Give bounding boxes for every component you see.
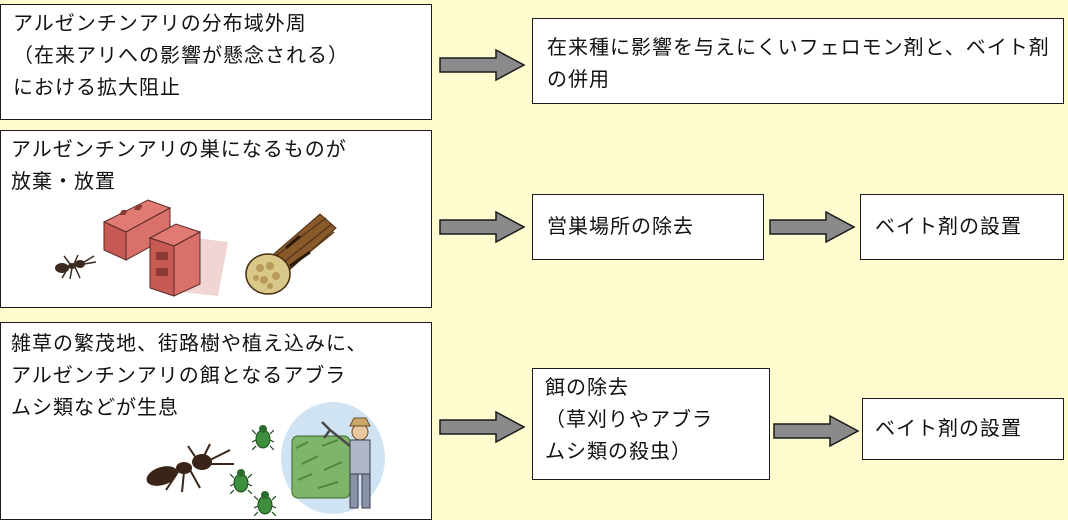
condition-box-perimeter: アルゼンチンアリの分布域外周 （在来アリへの影響が懸念される） における拡大阻止 [0, 4, 432, 120]
action-text-remove-nest: 営巣場所の除去 [547, 214, 694, 238]
action-text-bait-3: ベイト剤の設置 [875, 416, 1022, 440]
ant-icon [146, 443, 234, 493]
gardener-hedge-icon [281, 402, 385, 514]
bricks-icon [102, 199, 228, 297]
action-text-pheromone: 在来種に影響を与えにくいフェロモン剤と、ベイト剤の併用 [547, 35, 1050, 91]
arrow-right-icon [439, 48, 526, 82]
beetle-icon [254, 491, 276, 516]
ant-icon [55, 254, 97, 280]
action-box-remove-food: 餌の除去 （草刈りやアブラ ムシ類の殺虫） [532, 368, 770, 480]
beetle-icon [252, 425, 274, 450]
action-box-pheromone: 在来種に影響を与えにくいフェロモン剤と、ベイト剤の併用 [532, 18, 1064, 104]
condition-text-perimeter: アルゼンチンアリの分布域外周 （在来アリへの影響が懸念される） における拡大阻止 [13, 11, 349, 99]
condition-text-nest-material: アルゼンチンアリの巣になるものが 放棄・放置 [11, 137, 347, 193]
arrow-right-icon [439, 410, 526, 444]
beetle-icon [230, 469, 252, 494]
condition-box-weeds: 雑草の繁茂地、街路樹や植え込みに、 アルゼンチンアリの餌となるアブラ ムシ類など… [0, 322, 432, 520]
action-box-bait-3: ベイト剤の設置 [862, 398, 1064, 460]
action-text-bait-2: ベイト剤の設置 [875, 214, 1022, 238]
arrow-right-icon [769, 210, 856, 244]
condition-text-weeds: 雑草の繁茂地、街路樹や植え込みに、 アルゼンチンアリの餌となるアブラ ムシ類など… [11, 331, 368, 419]
arrow-right-icon [773, 414, 860, 448]
action-box-bait-2: ベイト剤の設置 [860, 194, 1064, 260]
action-text-remove-food: 餌の除去 （草刈りやアブラ ムシ類の殺虫） [545, 375, 713, 463]
wood-bundle-icon [245, 213, 337, 295]
arrow-right-icon [439, 210, 526, 244]
action-box-remove-nest: 営巣場所の除去 [532, 194, 764, 260]
